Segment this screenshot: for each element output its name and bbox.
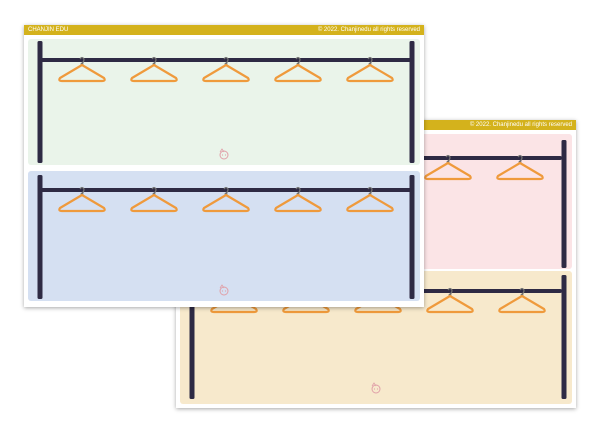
rack-pole — [561, 140, 567, 268]
front-sheet: CHANJIN EDU © 2022. Chanjinedu all right… — [24, 25, 424, 307]
hanger-icon — [130, 56, 178, 83]
hanger-icon — [58, 56, 106, 83]
hanger-icon — [346, 56, 394, 83]
rack-pole — [409, 41, 415, 163]
hanger-icon — [274, 56, 322, 83]
hanger-icon — [496, 154, 544, 181]
rack-bar — [38, 58, 412, 62]
front-sheet-header: CHANJIN EDU © 2022. Chanjinedu all right… — [24, 25, 424, 35]
clothes-rack — [37, 175, 415, 299]
hanger-icon — [274, 186, 322, 213]
mascot-icon — [371, 382, 381, 394]
front-copyright: © 2022. Chanjinedu all rights reserved — [317, 27, 420, 33]
back-copyright: © 2022. Chanjinedu all rights reserved — [469, 122, 572, 128]
hanger-icon — [346, 186, 394, 213]
rack-pole — [37, 41, 43, 163]
mascot-icon — [219, 148, 229, 160]
rack-pole — [409, 175, 415, 299]
hanger-icon — [424, 154, 472, 181]
rack-bar — [38, 188, 412, 192]
hanger-icon — [58, 186, 106, 213]
hanger-icon — [202, 186, 250, 213]
rack-pole — [561, 275, 567, 399]
front-panel-blue — [28, 171, 420, 301]
hanger-icon — [130, 186, 178, 213]
hanger-icon — [498, 287, 546, 314]
hanger-icon — [202, 56, 250, 83]
front-panel-green — [28, 39, 420, 165]
mascot-icon — [219, 284, 229, 296]
clothes-rack — [37, 41, 415, 163]
brand-label: CHANJIN EDU — [28, 27, 69, 33]
rack-pole — [37, 175, 43, 299]
hanger-icon — [426, 287, 474, 314]
